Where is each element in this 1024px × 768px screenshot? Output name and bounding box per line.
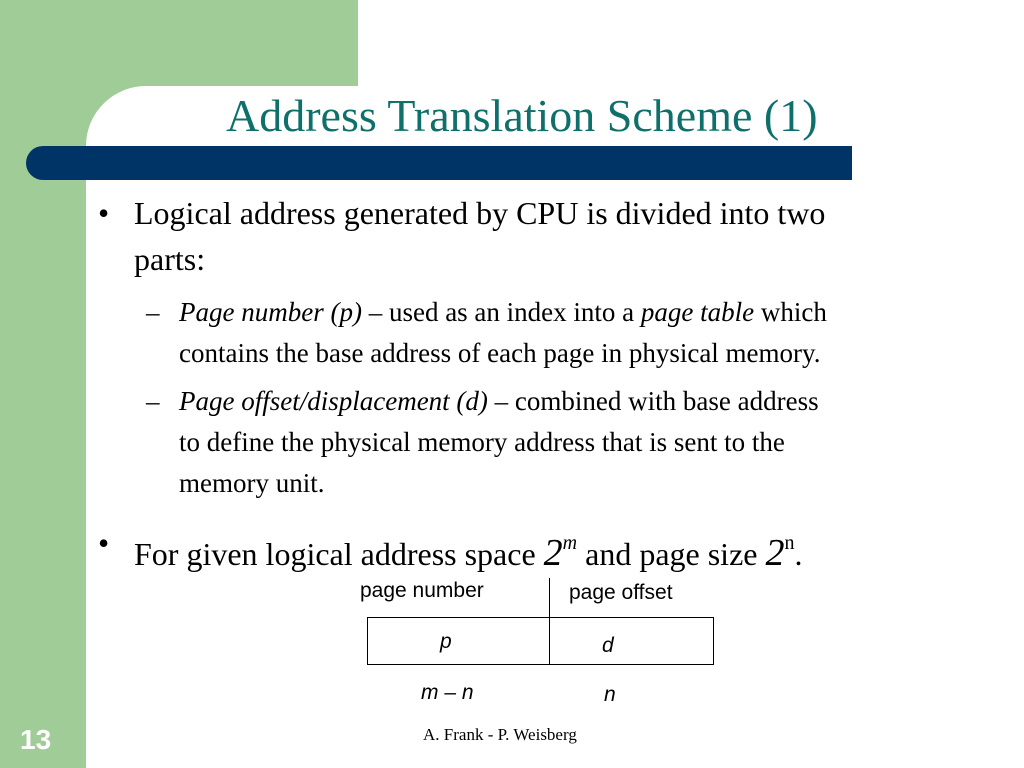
term-page-offset: Page offset/displacement (d) [179,386,488,416]
sub-bullet-line2: contains the base address of each page i… [179,338,821,368]
term-page-table: page table [640,297,755,327]
text: combined with base address [514,386,819,416]
sub-bullet-line3: memory unit. [179,468,325,498]
cell-d: d [602,634,614,657]
cell-p: p [440,630,452,653]
address-divider [549,578,550,664]
label-page-number: page number [360,579,484,602]
dash: – [361,297,389,327]
term-page-number: Page number (p) [179,297,362,327]
text: which [754,297,827,327]
bullet-mark: • [98,195,110,231]
exponent-n: n [784,532,795,554]
corner-curve [86,86,146,146]
slide-number: 13 [20,724,52,755]
dash: – [487,386,515,416]
size-n: n [604,683,616,706]
power-base: 2 [543,532,563,574]
address-box [367,617,714,665]
bullet-text-line2: parts: [134,241,206,277]
text: used as an index into a [388,297,641,327]
bullet-text: For given logical address space 2m and p… [134,523,802,574]
slide-title: Address Translation Scheme (1) [226,90,818,141]
footer-authors: A. Frank - P. Weisberg [423,725,577,744]
sub-bullet-line2: to define the physical memory address th… [179,427,785,457]
sub-bullet-line1: Page offset/displacement (d) – combined … [179,381,819,422]
text: For given logical address space [134,536,544,572]
sub-bullet-mark: – [146,386,160,416]
period: . [794,536,803,572]
title-underline-bar [26,146,852,180]
sub-bullet-line1: Page number (p) – used as an index into … [179,292,827,333]
exponent-m: m [562,532,578,554]
bullet-mark: • [98,525,110,561]
bullet-text-line1: Logical address generated by CPU is divi… [134,195,826,231]
top-green-band [86,0,358,86]
label-page-offset: page offset [569,581,673,604]
text: and page size [577,536,766,572]
left-green-band [0,0,86,768]
power-base: 2 [765,532,785,574]
size-m-minus-n: m – n [421,681,474,704]
sub-bullet-mark: – [146,297,160,327]
